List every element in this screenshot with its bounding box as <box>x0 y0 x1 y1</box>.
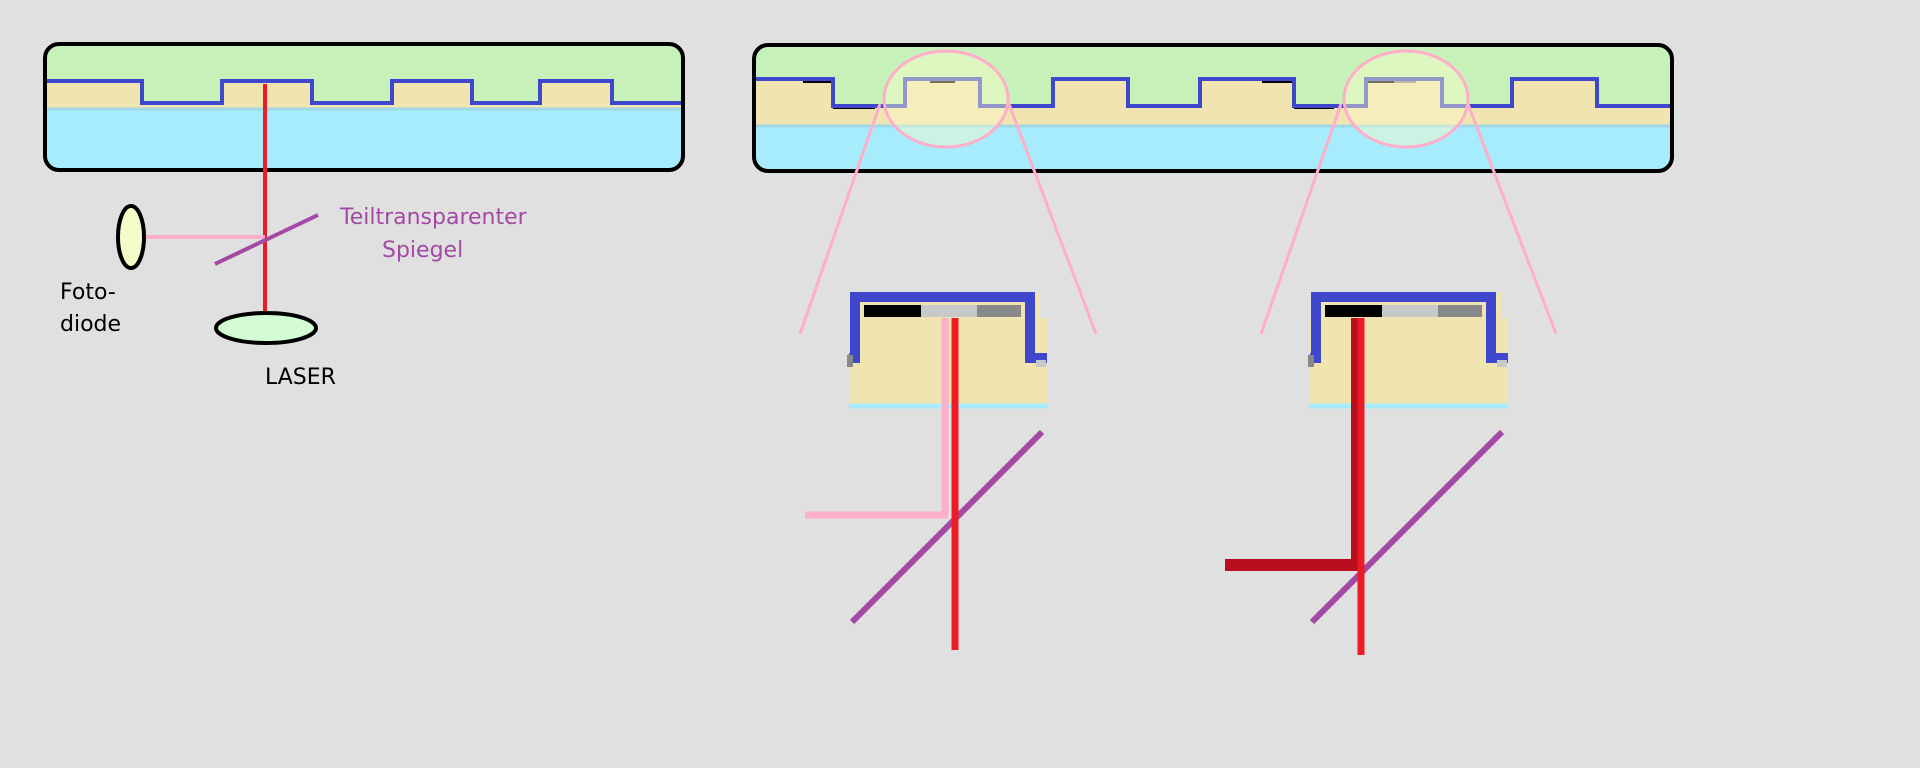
right-disc-reflective-track <box>754 77 1672 108</box>
zoom-line-right-a <box>1259 103 1343 335</box>
right-disc-substrate <box>754 126 1672 171</box>
zoom-detail-pit <box>1308 292 1508 409</box>
zoom-detail-land-mirror <box>849 429 1045 625</box>
mirror-label-line1: Teiltransparenter <box>339 205 528 230</box>
zoom-line-left-b <box>1007 103 1098 335</box>
left-disc-outline <box>43 42 685 172</box>
zoom-detail-pit-mirror <box>1309 429 1505 625</box>
photodiode-icon <box>116 204 146 270</box>
photodiode-label-line1: Foto- <box>60 280 116 305</box>
mirror-label-line2: Spiegel <box>382 238 463 263</box>
photodiode-label-line2: diode <box>60 312 121 337</box>
zoom-line-left-a <box>798 103 882 335</box>
laser-source-icon <box>214 311 318 345</box>
right-disc-cross-section <box>752 43 1674 173</box>
zoom-line-right-b <box>1466 103 1558 335</box>
zoom-detail-pit-reflective-track <box>1310 292 1508 363</box>
magnifier-circle-right <box>1342 49 1470 149</box>
left-disc-substrate <box>45 110 683 170</box>
left-disc-cross-section <box>43 42 685 172</box>
left-semitransparent-mirror <box>214 213 319 266</box>
right-disc-polycarbonate-layer <box>754 79 1672 126</box>
right-disc-outline <box>752 43 1674 173</box>
laser-label: LASER <box>265 365 336 390</box>
left-disc-reflective-track <box>45 79 683 105</box>
magnifier-circle-left <box>882 49 1010 149</box>
zoom-detail-pit-strong-reflection <box>1225 318 1363 571</box>
zoom-detail-land-reflective-track <box>849 292 1047 363</box>
